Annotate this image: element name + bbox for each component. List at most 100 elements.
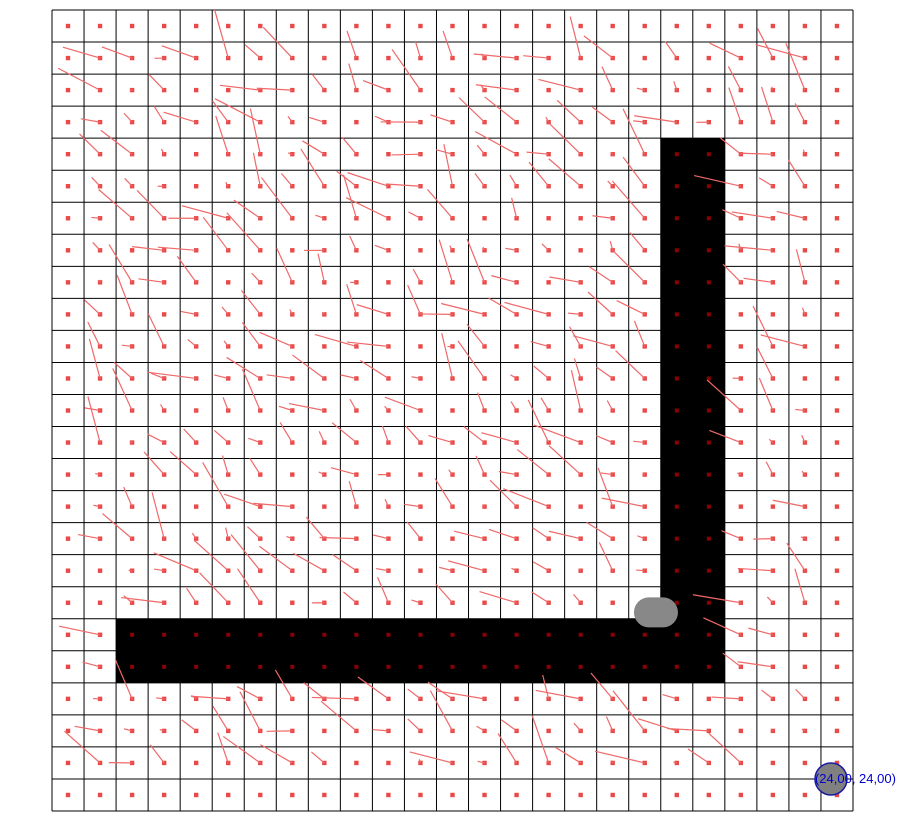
vector-arrow [801, 470, 806, 475]
vector-arrow [549, 123, 582, 155]
cell-marker [642, 696, 647, 702]
blocked-cell-marker [706, 376, 711, 381]
vector-arrow [215, 115, 229, 155]
cell-marker [738, 280, 744, 285]
vector-arrow [596, 435, 613, 444]
cell-marker [258, 792, 263, 798]
blocked-cell-marker [290, 632, 295, 637]
vector-arrow [80, 118, 101, 123]
cell-marker [97, 376, 103, 381]
vector-arrow [409, 751, 453, 764]
vector-arrow [346, 283, 357, 315]
vector-arrow [278, 405, 293, 412]
cell-marker [578, 696, 583, 702]
blocked-cell-marker [674, 344, 679, 349]
vector-arrow [407, 718, 421, 732]
agent-capsule[interactable] [633, 597, 678, 628]
cell-marker [450, 792, 455, 798]
cell-marker [418, 248, 423, 253]
vector-arrow [156, 697, 165, 700]
vector-arrow [160, 404, 165, 411]
cell-marker [578, 472, 583, 477]
cell-marker [193, 184, 199, 189]
blocked-cell-marker [706, 248, 711, 253]
vector-arrow [391, 153, 421, 156]
vector-arrow [540, 397, 550, 411]
cell-marker [610, 792, 615, 798]
vector-arrow [795, 688, 806, 700]
cell-marker [738, 23, 744, 29]
vector-arrow [153, 552, 197, 572]
cell-marker [418, 23, 423, 29]
blocked-cell-marker [578, 632, 583, 637]
cell-marker [802, 87, 808, 93]
vector-arrow [176, 255, 197, 283]
blocked-cell-marker [706, 216, 711, 221]
vector-arrow [795, 249, 806, 283]
vector-arrow [414, 40, 422, 59]
vector-arrow [722, 209, 742, 219]
vector-arrow [132, 246, 165, 251]
vector-arrow [629, 232, 646, 251]
vector-arrow [615, 350, 646, 379]
cell-marker [65, 344, 71, 349]
vector-arrow [772, 499, 806, 508]
vector-arrow [249, 108, 261, 155]
cell-marker [514, 87, 519, 93]
blocked-cell-marker [706, 184, 711, 189]
cell-marker [738, 376, 744, 381]
vector-arrow [199, 572, 229, 604]
cell-marker [674, 23, 679, 29]
cell-marker [65, 728, 71, 734]
cell-marker [514, 280, 519, 285]
cell-marker [65, 536, 71, 541]
vector-arrow [286, 535, 293, 540]
vector-arrow [530, 341, 549, 347]
blocked-cell-marker [674, 568, 679, 573]
vector-arrow [64, 730, 101, 764]
cell-marker [514, 23, 519, 29]
cell-marker [802, 248, 808, 253]
vector-arrow [611, 760, 614, 764]
cell-marker [802, 536, 808, 541]
cell-marker [290, 248, 295, 253]
vector-arrow [591, 106, 614, 123]
vector-arrow [510, 374, 517, 379]
vector-arrow [292, 354, 325, 379]
cell-marker [386, 792, 391, 798]
cell-marker [578, 248, 583, 253]
cell-marker [706, 55, 712, 61]
vector-arrow [590, 672, 614, 700]
vector-arrow [274, 669, 293, 700]
vector-arrow [505, 247, 517, 251]
vector-arrow [303, 682, 325, 700]
vector-arrow [151, 492, 165, 539]
cell-marker [354, 376, 359, 381]
vector-arrow [594, 750, 645, 764]
vector-arrow [516, 449, 549, 476]
cell-marker [578, 87, 583, 93]
vector-arrow [357, 676, 389, 700]
blocked-cell-marker [258, 664, 263, 669]
vector-arrow [787, 159, 806, 187]
blocked-cell-marker [194, 632, 199, 637]
vector-arrow [756, 346, 774, 379]
cell-marker [578, 119, 583, 125]
vector-arrow [532, 527, 549, 540]
vector-arrow [441, 302, 485, 315]
cell-marker [418, 280, 423, 285]
vector-arrow [287, 152, 293, 155]
cell-marker [834, 216, 840, 221]
vector-arrow [157, 246, 197, 251]
vector-arrow [573, 358, 582, 379]
vector-arrow [123, 728, 133, 732]
goal-marker[interactable] [814, 762, 848, 796]
vector-arrow [221, 455, 229, 475]
cell-marker [610, 87, 615, 93]
cell-marker [193, 151, 199, 157]
vector-arrow [622, 156, 646, 187]
cell-marker [770, 87, 776, 93]
vector-arrow [482, 246, 486, 251]
vector-arrow [449, 245, 454, 251]
vector-arrow [709, 42, 742, 59]
